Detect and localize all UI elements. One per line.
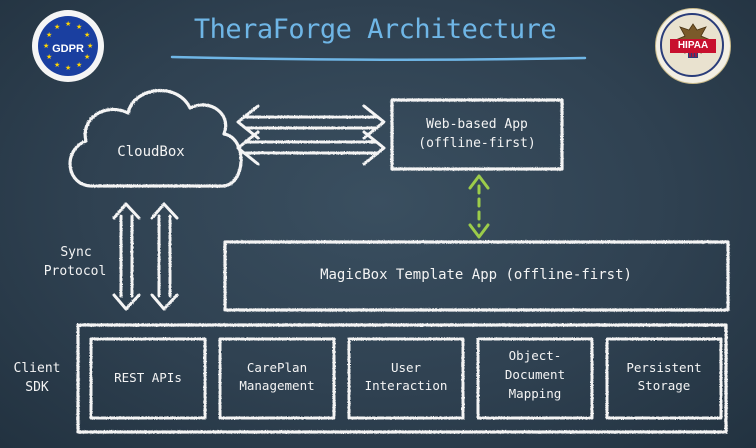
gdpr-star-icon: ★ (54, 22, 61, 31)
sdk-module-odm-line3: Mapping (508, 386, 562, 401)
web-app-label-line2: (offline-first) (418, 136, 536, 151)
sdk-module-box-user (347, 337, 465, 420)
client-sdk-label-line1: Client (13, 361, 61, 376)
cloudbox-cloud-shape (68, 88, 243, 188)
gdpr-star-icon: ★ (45, 31, 53, 39)
gdpr-badge-inner: GDPR ★★★★★★★★★★★★ (38, 16, 98, 76)
sdk-module-rest-apis: REST APIs (114, 370, 182, 385)
gdpr-star-icon: ★ (84, 53, 91, 61)
sdk-module-user-line1: User (390, 360, 422, 375)
template-app-box (223, 240, 730, 312)
sdk-module-user-line2: Interaction (364, 378, 448, 393)
sync-protocol-label-line2: Protocol (43, 264, 107, 279)
template-app-label: MagicBox Template App (offline-first) (320, 267, 632, 283)
gdpr-star-icon: ★ (65, 64, 72, 72)
client-sdk-box (76, 323, 728, 434)
cloud-webapp-arrows (236, 104, 386, 166)
sdk-module-storage-line1: Persistent (626, 360, 702, 375)
gdpr-star-icon: ★ (84, 31, 91, 39)
sdk-module-box-storage (605, 337, 723, 420)
hipaa-badge-label: HIPAA (670, 39, 716, 53)
gdpr-star-icon: ★ (76, 22, 83, 31)
hipaa-badge: HIPAA (655, 8, 731, 84)
sync-arrows (112, 202, 179, 311)
web-app-box (390, 98, 564, 171)
gdpr-star-icon: ★ (87, 42, 94, 50)
cloudbox-label: CloudBox (117, 144, 185, 160)
client-sdk-label-line2: SDK (25, 380, 49, 395)
sdk-module-careplan-line1: CarePlan (246, 360, 308, 375)
sdk-module-careplan-line2: Management (239, 378, 315, 393)
gdpr-star-icon: ★ (43, 42, 50, 50)
sdk-module-box-rest (89, 337, 207, 420)
sync-protocol-label-line1: Sync (60, 245, 92, 260)
web-app-label-line1: Web-based App (426, 117, 528, 132)
sdk-module-odm-line1: Object- (508, 348, 562, 363)
sdk-module-box-careplan (218, 337, 336, 420)
gdpr-star-icon: ★ (65, 20, 72, 28)
page-title: TheraForge Architecture (193, 14, 557, 45)
webapp-template-dashed-arrow (468, 174, 490, 239)
gdpr-badge: GDPR ★★★★★★★★★★★★ (32, 10, 104, 82)
gdpr-star-icon: ★ (54, 61, 61, 70)
sdk-module-odm-line2: Document (504, 367, 566, 382)
sdk-module-storage-line2: Storage (637, 378, 691, 393)
sdk-module-box-odm (476, 337, 594, 420)
gdpr-star-icon: ★ (45, 53, 53, 61)
gdpr-badge-label: GDPR (52, 43, 84, 55)
gdpr-star-icon: ★ (76, 61, 83, 70)
